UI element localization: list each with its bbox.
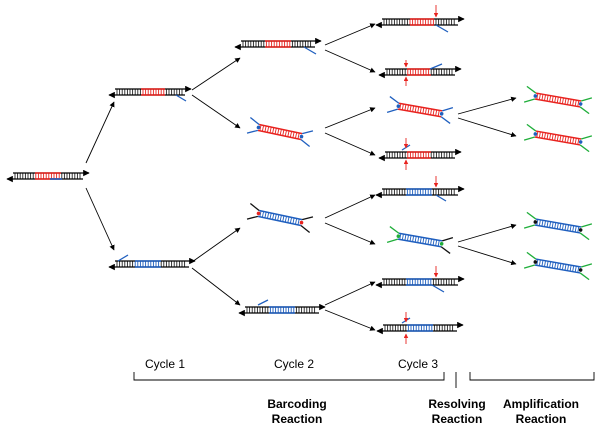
cycle3-blue-cut-top-2 [375,266,465,293]
arrow-red-to-straight [191,57,241,91]
cycle-1-label: Cycle 1 [144,357,186,371]
cycle3-blue-cut-top [375,176,465,202]
cycle3-blue-bent-branched [386,226,454,254]
cycle-2-label: Cycle 2 [273,357,315,371]
arrow-blue-to-bent [191,227,241,263]
arrow-c2-1a [324,23,376,46]
amplified-red-green-2 [523,123,593,153]
arrow-blue-to-straight [191,267,241,306]
arrow-c2-1b [324,49,376,73]
cycle2-blue-bent [246,203,314,233]
arrow-resolve-red-b [457,117,517,138]
arrow-red-to-bent [191,94,241,129]
arrow-c2-2a [324,107,376,129]
arrow-resolve-blue-b [457,245,517,266]
arrow-resolve-blue-a [457,223,517,243]
cycle1-blue-duplex [108,254,196,271]
cycle1-red-duplex [108,85,192,102]
root-duplex [6,169,90,183]
amplified-blue-green-1 [523,211,593,241]
bracket-barcoding [133,372,445,381]
arrow-root-to-blue [85,187,115,251]
arrow-resolve-red-a [457,96,517,115]
cycle-3-label: Cycle 3 [397,357,439,371]
cycle3-red-cut-top [375,5,465,33]
bracket-amplification [469,372,595,381]
arrow-root-to-red [85,101,115,164]
arrow-c2-4a [324,281,376,306]
branch-arrows [85,23,517,331]
arrow-c2-3b [324,222,376,245]
arrow-c2-2b [324,132,376,156]
arrow-c2-3a [324,194,376,219]
cycle2-blue-straight [238,299,326,317]
cycle2-red-straight [234,37,322,55]
arrow-c2-4b [324,309,376,331]
dna-molecules [6,5,593,344]
cycle3-red-cut-bottom [378,60,462,86]
cycle3-red-cut-bottom-2 [378,138,462,170]
amplified-red-green-1 [523,85,593,115]
cycle3-blue-cut-bottom [376,312,464,344]
cycle2-red-bent [246,117,314,147]
amplified-blue-green-2 [523,251,593,281]
cycle3-red-bent-branched [386,96,454,124]
